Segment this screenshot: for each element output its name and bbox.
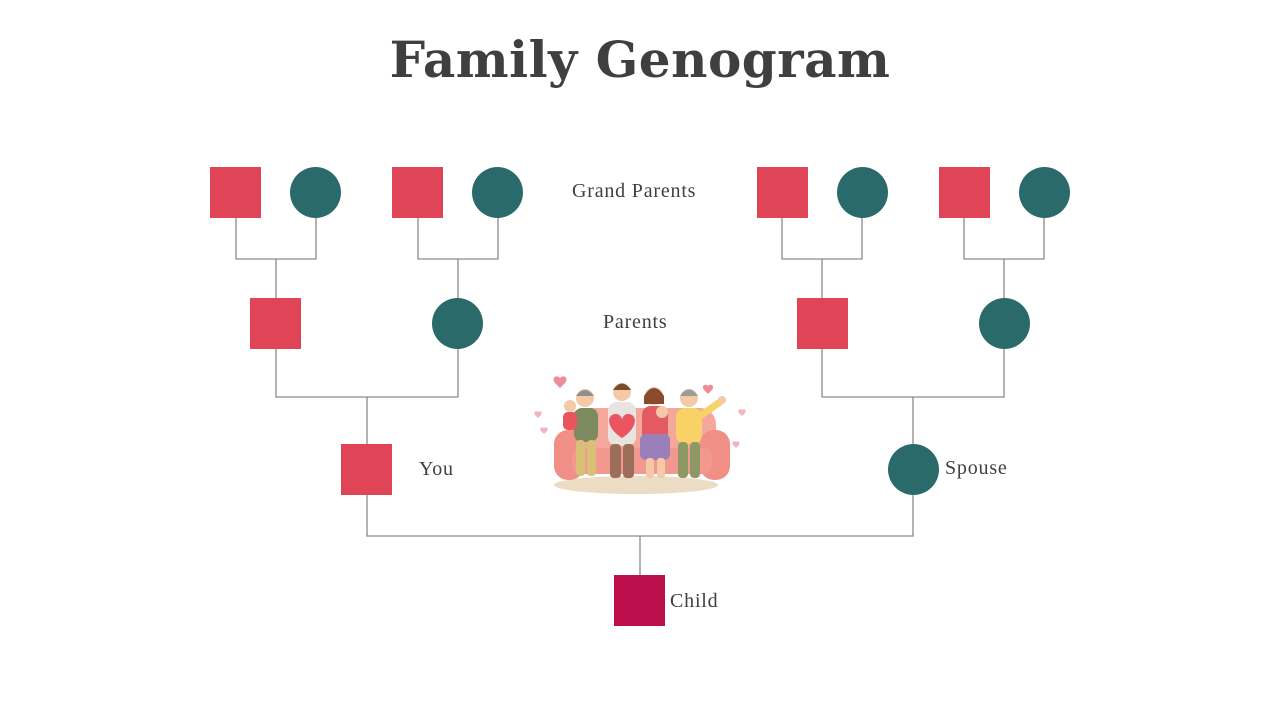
father-in-law-symbol (797, 298, 848, 349)
grandmother-2-symbol (472, 167, 523, 218)
spouse-symbol (888, 444, 939, 495)
page-title: Family Genogram (389, 30, 891, 89)
child-label: Child (670, 590, 719, 612)
grandfather-2-symbol (392, 167, 443, 218)
child-symbol (614, 575, 665, 626)
grandmother-1-symbol (290, 167, 341, 218)
you-label: You (419, 458, 454, 480)
father-symbol (250, 298, 301, 349)
mother-in-law-symbol (979, 298, 1030, 349)
mother-symbol (432, 298, 483, 349)
grand-parents-label: Grand Parents (572, 180, 697, 202)
parents-label: Parents (603, 311, 668, 333)
spouse-label: Spouse (945, 457, 1008, 479)
you-symbol (341, 444, 392, 495)
grandfather-4-symbol (939, 167, 990, 218)
grandmother-4-symbol (1019, 167, 1070, 218)
family-illustration (534, 376, 746, 494)
grandfather-3-symbol (757, 167, 808, 218)
grandfather-1-symbol (210, 167, 261, 218)
grandmother-3-symbol (837, 167, 888, 218)
